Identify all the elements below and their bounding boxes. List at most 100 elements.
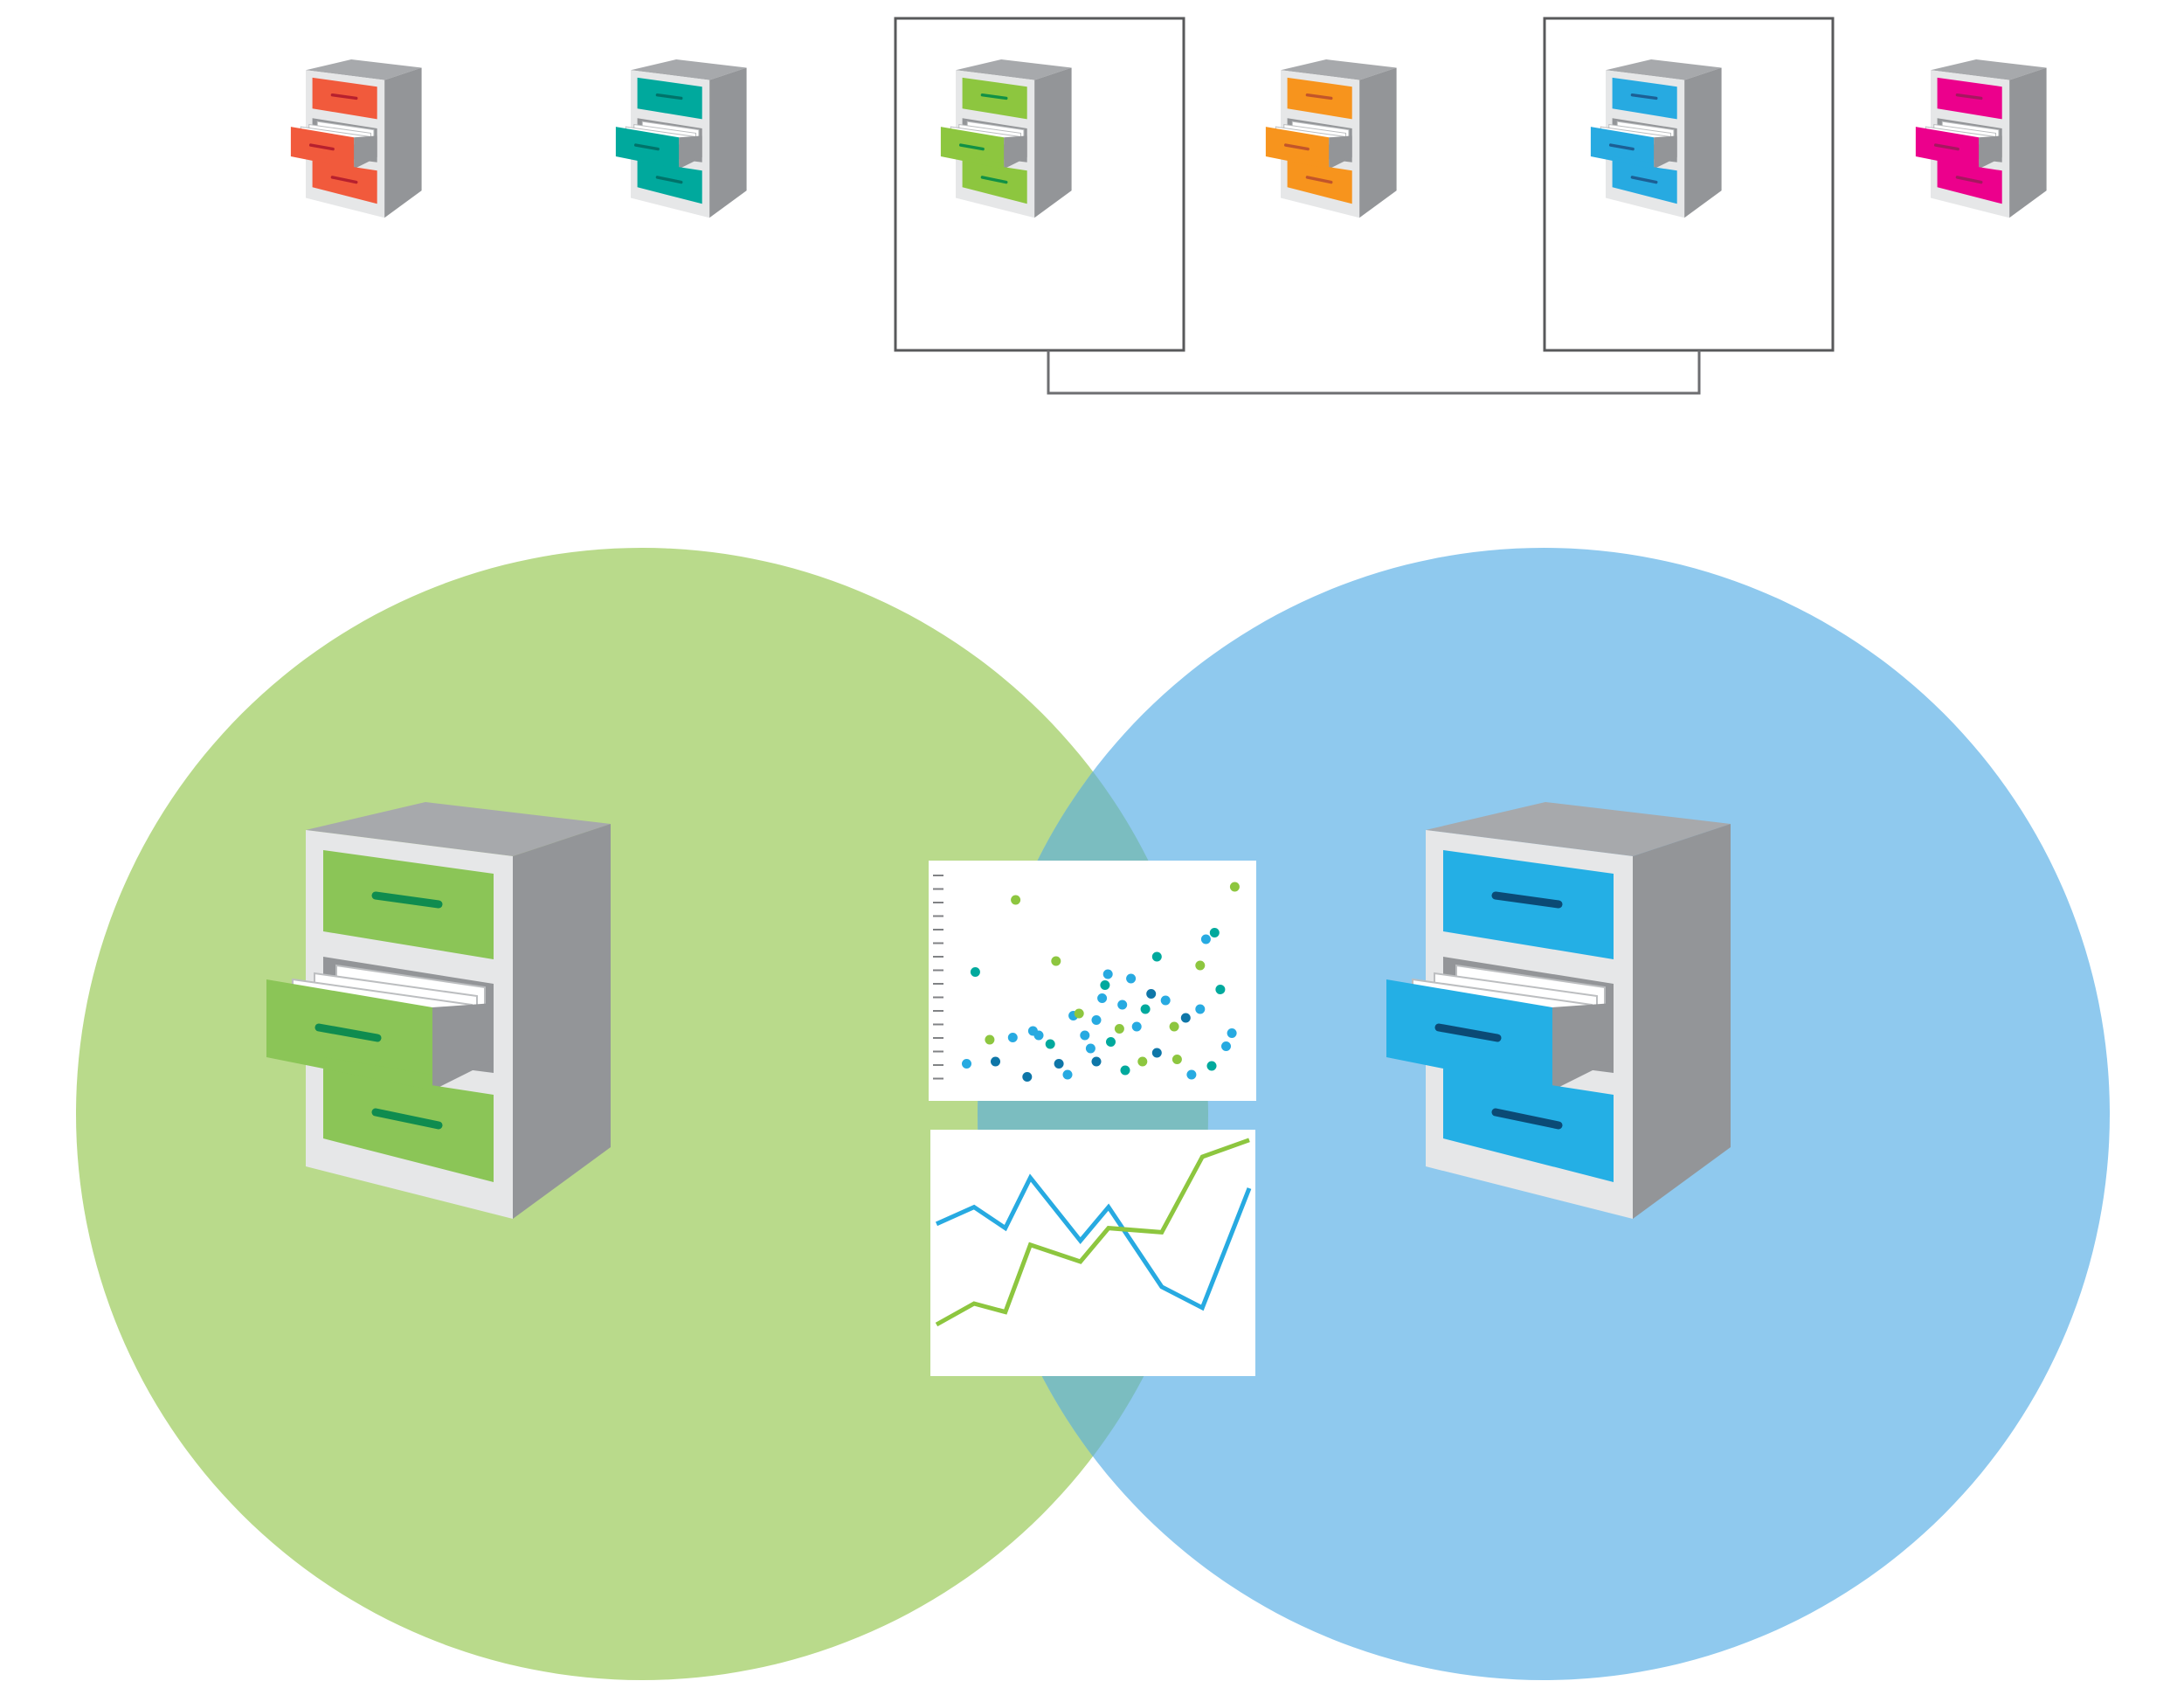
left-large-cabinet-bottom-handle bbox=[371, 1108, 443, 1130]
left-large-cabinet-top-drawer bbox=[323, 850, 494, 959]
green-cabinet-top-handle bbox=[980, 93, 1008, 100]
left-large-cabinet-side bbox=[513, 824, 611, 1219]
blue-cabinet-bottom-handle bbox=[1630, 176, 1658, 184]
right-large-cabinet bbox=[1386, 802, 1731, 1219]
scatter-point bbox=[1007, 1033, 1018, 1042]
scatter-point bbox=[1080, 1030, 1090, 1041]
green-cabinet-side bbox=[1034, 67, 1072, 218]
scatter-point bbox=[1022, 1072, 1033, 1082]
scatter-point bbox=[1146, 989, 1157, 999]
selection-connector bbox=[1047, 350, 1701, 395]
red-cabinet-bottom-drawer bbox=[312, 160, 377, 204]
red-cabinet-top-drawer bbox=[312, 77, 377, 120]
left-large-cabinet-top bbox=[306, 802, 611, 856]
scatter-point bbox=[1171, 1055, 1182, 1064]
scatter-point bbox=[1137, 1056, 1148, 1067]
red-cabinet-bottom-handle bbox=[330, 176, 358, 184]
scatter-point bbox=[1206, 1061, 1217, 1071]
scatter-point bbox=[1160, 995, 1171, 1006]
right-large-cabinet bbox=[1386, 802, 1731, 1219]
teal-cabinet-top-handle bbox=[655, 93, 683, 100]
red-cabinet-top bbox=[306, 59, 422, 80]
line-chart-panel bbox=[930, 1130, 1255, 1376]
orange-cabinet-top bbox=[1281, 59, 1397, 80]
scatter-point bbox=[1215, 985, 1226, 994]
red-cabinet bbox=[290, 59, 422, 218]
blue-cabinet-drawer-side bbox=[1654, 135, 1677, 169]
scatter-point bbox=[1180, 1013, 1191, 1023]
scatter-point bbox=[1209, 928, 1220, 937]
magenta-cabinet-top-handle bbox=[1955, 93, 1983, 100]
scatter-point bbox=[1091, 1015, 1102, 1025]
magenta-cabinet-drawer-side bbox=[1979, 135, 2002, 169]
scatter-axis-ticks bbox=[933, 875, 943, 1080]
green-cabinet-top-drawer bbox=[962, 77, 1027, 120]
orange-cabinet-top-handle bbox=[1305, 93, 1333, 100]
right-large-cabinet-bottom-drawer bbox=[1443, 1069, 1614, 1182]
teal-cabinet-open-handle bbox=[633, 143, 660, 151]
scatter-point bbox=[985, 1034, 995, 1045]
blue-cabinet-top-drawer bbox=[1612, 77, 1677, 120]
scatter-point bbox=[1151, 951, 1162, 962]
magenta-cabinet-top bbox=[1931, 59, 2047, 80]
scatter-point bbox=[1131, 1021, 1142, 1032]
teal-cabinet-side bbox=[709, 67, 747, 218]
scatter-point bbox=[1045, 1039, 1055, 1049]
magenta-cabinet bbox=[1915, 59, 2047, 218]
scatter-point bbox=[1091, 1056, 1102, 1067]
orange-cabinet-bottom-drawer-cut bbox=[1287, 156, 1330, 169]
selection-frame-blue bbox=[1543, 17, 1835, 352]
teal-cabinet-top-drawer bbox=[637, 77, 702, 120]
scatter-point bbox=[1140, 1004, 1151, 1014]
right-large-cabinet-top-drawer bbox=[1443, 850, 1614, 959]
line-chart-icon bbox=[930, 1130, 1255, 1376]
green-cabinet-bottom-drawer-cut bbox=[962, 156, 1005, 169]
scatter-point bbox=[970, 967, 980, 977]
scatter-point bbox=[1186, 1069, 1197, 1080]
scatter-point bbox=[1169, 1021, 1179, 1032]
selection-group bbox=[894, 17, 1835, 395]
scatter-point bbox=[1097, 993, 1108, 1003]
red-cabinet-drawer-side bbox=[354, 135, 377, 169]
teal-cabinet-bottom-handle bbox=[655, 176, 683, 184]
teal-cabinet-top bbox=[631, 59, 747, 80]
green-cabinet-bottom-handle bbox=[980, 176, 1008, 184]
red-cabinet-open-handle bbox=[308, 143, 335, 151]
scatter-point bbox=[1011, 895, 1021, 905]
orange-cabinet-top-drawer bbox=[1287, 77, 1352, 120]
magenta-cabinet-open-handle bbox=[1933, 143, 1959, 151]
left-large-cabinet-open-handle bbox=[314, 1023, 382, 1042]
line-series bbox=[935, 1173, 1252, 1311]
scatter-point bbox=[1062, 1069, 1073, 1080]
magenta-cabinet-top-drawer bbox=[1937, 77, 2002, 120]
right-large-cabinet-top-handle bbox=[1491, 891, 1563, 909]
selection-frame-green bbox=[894, 17, 1185, 352]
scatter-point bbox=[1074, 1008, 1084, 1019]
left-large-cabinet bbox=[266, 802, 611, 1219]
blue-cabinet-open-handle bbox=[1608, 143, 1635, 151]
scatter-point bbox=[1051, 956, 1061, 966]
blue-cabinet bbox=[1590, 59, 1722, 218]
scatter-point bbox=[1195, 960, 1206, 971]
orange-cabinet-bottom-handle bbox=[1305, 176, 1333, 184]
teal-cabinet-bottom-drawer bbox=[637, 160, 702, 204]
green-cabinet-open-handle bbox=[958, 143, 985, 151]
orange-cabinet bbox=[1265, 59, 1397, 218]
scatter-point bbox=[1227, 1028, 1237, 1038]
teal-cabinet bbox=[615, 59, 747, 218]
right-large-cabinet-side bbox=[1633, 824, 1731, 1219]
scatter-point bbox=[1120, 1065, 1130, 1076]
scatter-point bbox=[1195, 1004, 1206, 1014]
teal-cabinet-drawer-side bbox=[679, 135, 702, 169]
magenta-cabinet-side bbox=[2009, 67, 2047, 218]
magenta-cabinet-bottom-handle bbox=[1955, 176, 1983, 184]
scatter-point bbox=[1106, 1037, 1116, 1047]
scatter-point bbox=[1102, 969, 1113, 979]
right-large-cabinet-top bbox=[1426, 802, 1731, 856]
right-large-cabinet-drawer-side bbox=[1552, 1003, 1614, 1090]
scatter-point bbox=[1151, 1048, 1162, 1058]
magenta-cabinet-bottom-drawer-cut bbox=[1937, 156, 1980, 169]
scatter-point bbox=[1100, 980, 1110, 990]
right-large-cabinet-bottom-handle bbox=[1491, 1108, 1563, 1130]
